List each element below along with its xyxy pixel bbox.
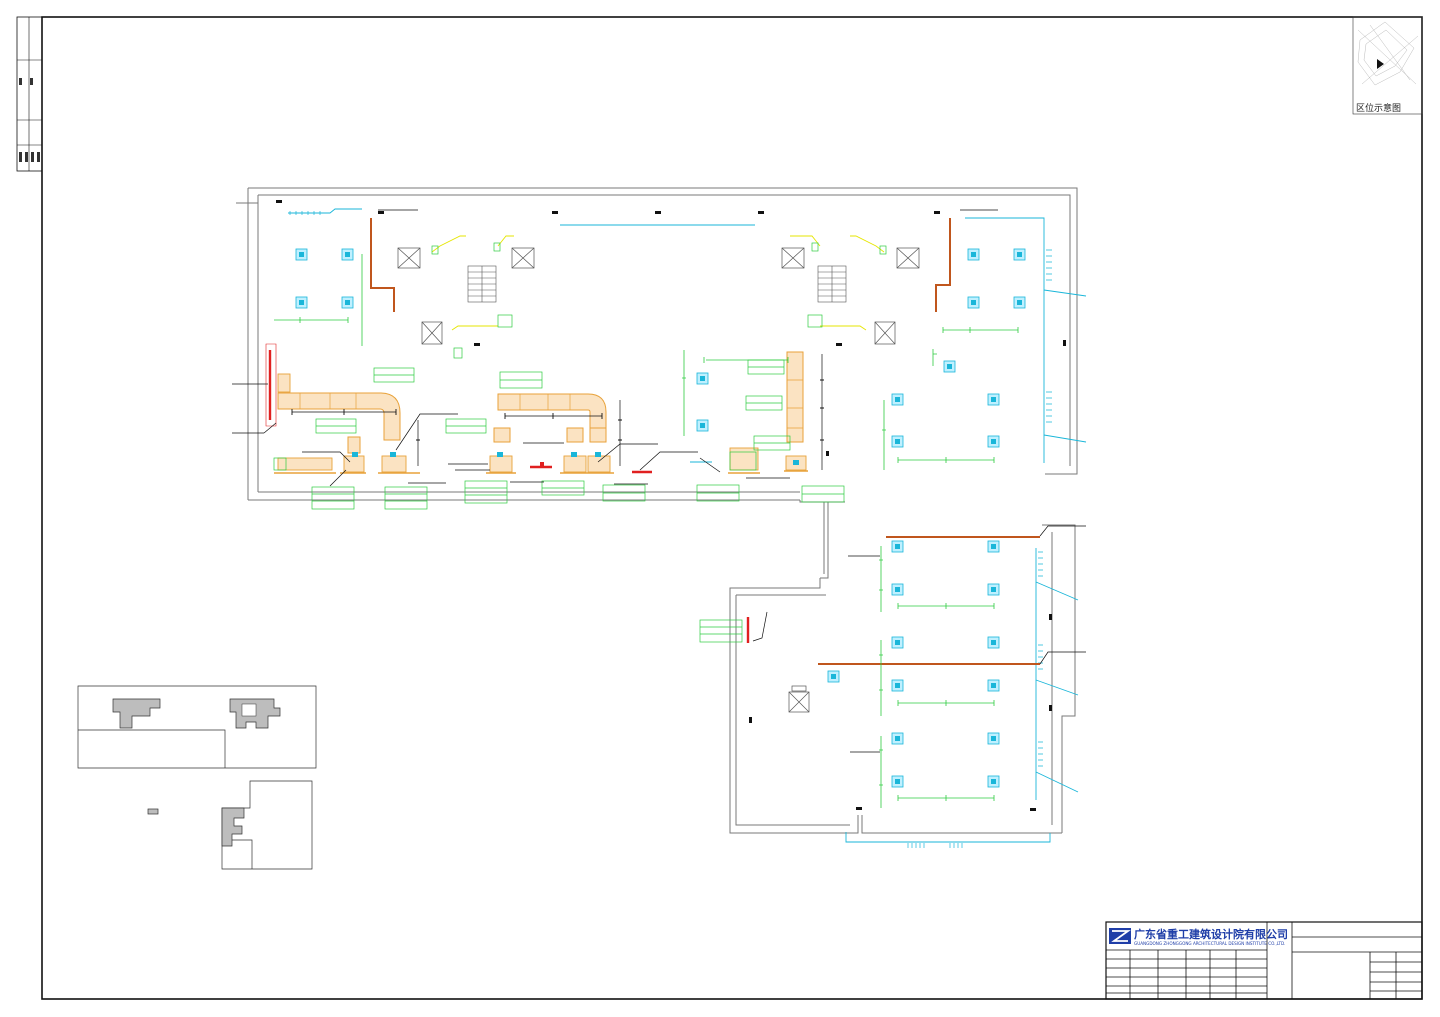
- firm-name-cn: 广东省重工建筑设计院有限公司: [1134, 927, 1288, 941]
- air-unit-cores: [352, 452, 799, 467]
- dimension-ticks: [299, 317, 1019, 801]
- stairs: [467, 265, 847, 303]
- wall-tags: [276, 200, 1066, 811]
- leader-lines: [232, 209, 1086, 753]
- partial-plan-2: [221, 780, 313, 870]
- key-plan-label: 区位示意图: [1356, 102, 1401, 114]
- duct-joints: [299, 379, 803, 429]
- supply-pipes: [288, 208, 1087, 843]
- refrigerant-tags: [431, 242, 887, 359]
- sheet-frame: [16, 16, 1423, 1000]
- dimension-lines: [274, 254, 1018, 808]
- supply-branch-ticks: [289, 211, 1052, 848]
- air-unit-base-lines: [274, 470, 808, 474]
- binding-strip-marks: [19, 78, 40, 162]
- ceiling-diffusers: [295, 248, 1026, 788]
- partial-plan-1: [77, 685, 317, 769]
- diffuser-cores: [299, 252, 1022, 784]
- ductwork: [277, 351, 804, 454]
- key-plan-marker-icon: [1377, 59, 1384, 69]
- partial-plan-1-shaft: [241, 703, 257, 717]
- fire-hatch: [265, 343, 277, 427]
- annotation-boxes: [273, 359, 845, 643]
- building-walls: [236, 187, 1078, 834]
- key-plan: 区位示意图: [1352, 16, 1423, 115]
- firm-name-en: GUANGDONG ZHONGGONG ARCHITECTURAL DESIGN…: [1134, 941, 1286, 947]
- partial-plan-2-walls: [147, 807, 245, 847]
- title-block: [1105, 921, 1423, 1000]
- leader-ticks: [291, 379, 824, 441]
- shafts: [397, 247, 920, 713]
- firm-logo-icon: [1109, 928, 1131, 944]
- air-units: [277, 373, 807, 473]
- hot-water-pipes: [370, 218, 1040, 665]
